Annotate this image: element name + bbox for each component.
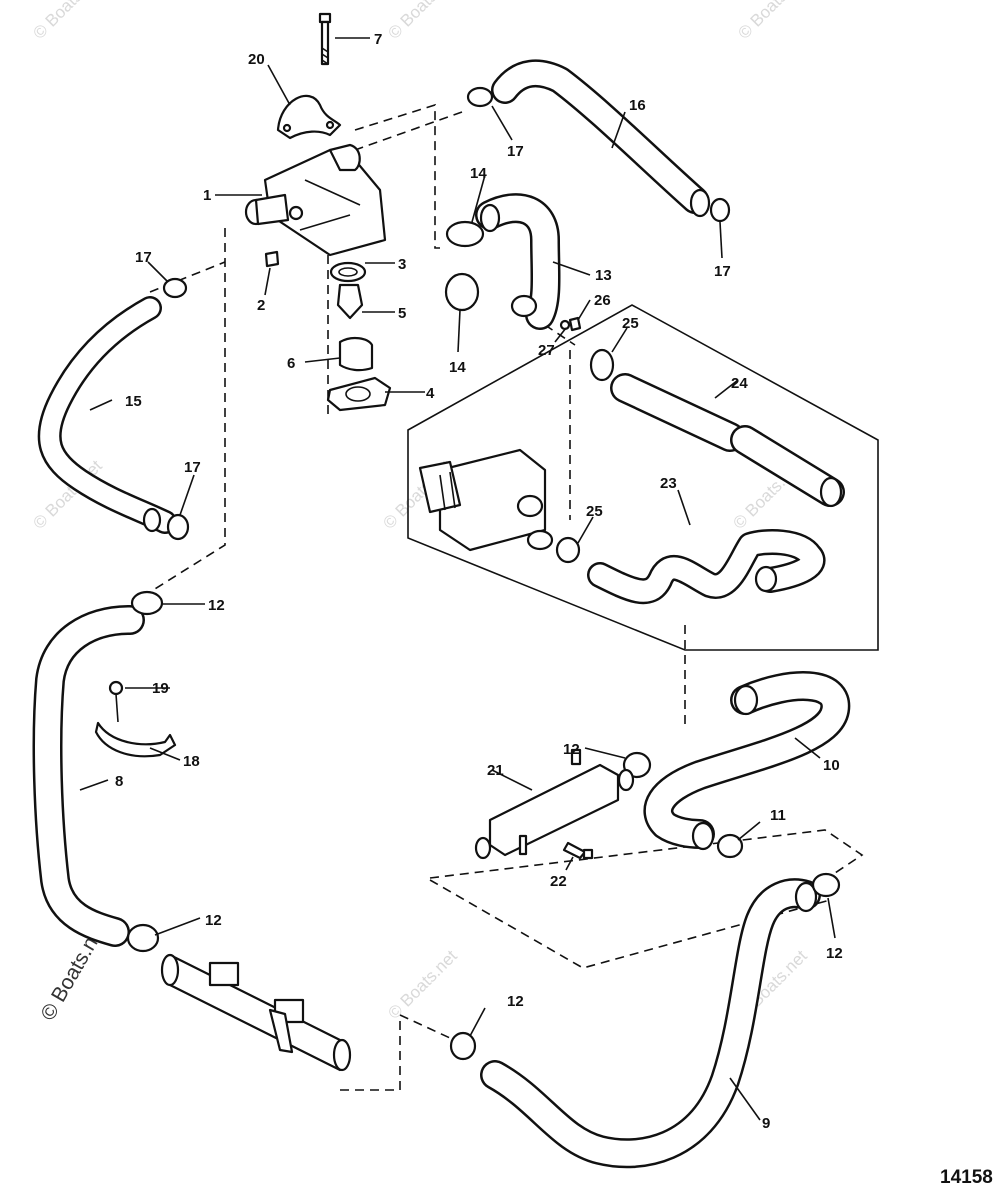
hose-9 [480,878,821,1169]
leader-lines [79,37,836,1121]
callout-22: 22 [550,873,567,890]
callout-25: 25 [622,315,639,332]
callout-20: 20 [248,51,265,68]
callout-12: 12 [507,993,524,1010]
callout-7: 7 [374,31,382,48]
watermark-text: © Boats.net [384,946,461,1023]
circulating-pump [418,448,554,552]
callout-5: 5 [398,305,406,322]
callout-14: 14 [449,359,466,376]
hose-15 [37,296,177,534]
strap-18 [94,680,177,758]
hose-13 [475,193,561,330]
bracket-20 [276,94,342,140]
callout-25: 25 [586,503,603,520]
callout-1: 1 [203,187,211,204]
callouts: 1 2 3 4 5 6 7 8 9 10 11 12 12 12 12 12 1… [115,31,843,1132]
screw-22 [562,841,594,860]
distribution-pipe [160,953,352,1072]
oil-cooler-21 [474,748,635,860]
callout-12: 12 [205,912,222,929]
hose-16 [491,59,711,218]
callout-21: 21 [487,762,504,779]
callout-8: 8 [115,773,123,790]
callout-17: 17 [507,143,524,160]
callout-6: 6 [287,355,295,372]
callout-12: 12 [208,597,225,614]
watermark-text: © Boats.net [29,0,106,43]
callout-15: 15 [125,393,142,410]
callout-3: 3 [398,256,406,273]
hose-23 [587,529,826,605]
callout-14: 14 [470,165,487,182]
callout-12: 12 [826,945,843,962]
kit-box [407,304,879,651]
callout-2: 2 [257,297,265,314]
callout-19: 19 [152,680,169,697]
hose-8 [32,605,145,947]
fittings-26-27 [559,316,582,332]
thermostat-housing [244,143,387,257]
callout-23: 23 [660,475,677,492]
callout-17: 17 [714,263,731,280]
callout-17: 17 [135,249,152,266]
callout-27: 27 [538,342,555,359]
callout-26: 26 [594,292,611,309]
callout-11: 11 [770,807,786,824]
hose-24 [610,373,845,508]
watermark-text: © Boats.net [384,0,461,43]
callout-4: 4 [426,385,435,402]
callout-17: 17 [184,459,201,476]
hose-clamps [126,86,841,1061]
callout-12: 12 [563,741,580,758]
watermark-text: © Boats.net [734,0,811,43]
callout-16: 16 [629,97,646,114]
callout-24: 24 [731,375,748,392]
callout-18: 18 [183,753,200,770]
thermostat-parts [264,250,392,412]
bolt-7 [318,12,332,66]
callout-9: 9 [762,1115,770,1132]
hose-10 [643,671,851,851]
callout-13: 13 [595,267,612,284]
callout-10: 10 [823,757,840,774]
figure-number: 14158 [940,1167,993,1188]
